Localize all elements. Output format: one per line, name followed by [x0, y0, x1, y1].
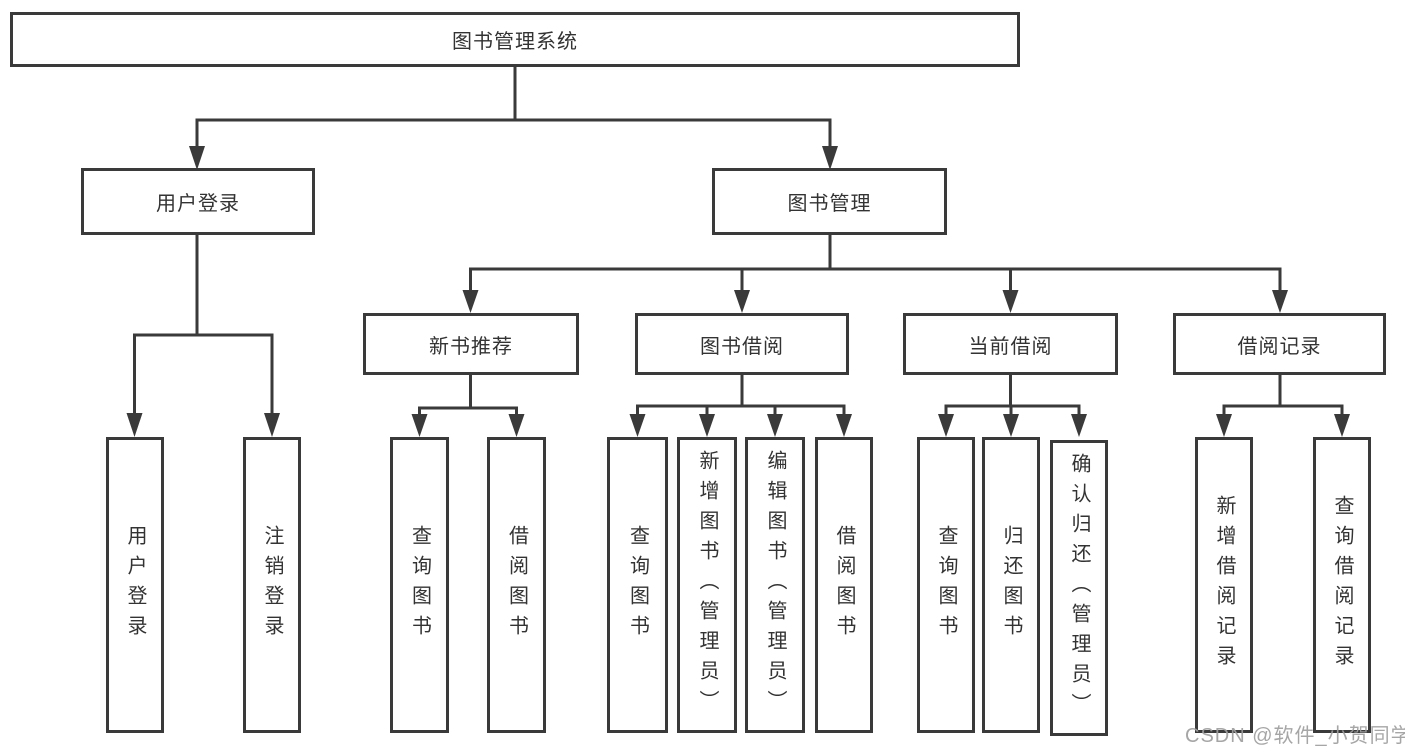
node-bookborrow-edit: 编辑图书（管理员） — [745, 437, 805, 733]
node-newbook-query: 查询图书 — [390, 437, 449, 733]
node-user-login-logout: 注销登录 — [243, 437, 301, 733]
node-newbook-query-label: 查询图书 — [408, 525, 431, 645]
node-root-label: 图书管理系统 — [452, 31, 578, 53]
node-bookborrow-borrow-label: 借阅图书 — [833, 525, 855, 645]
node-currentborrow-return-label: 归还图书 — [1000, 525, 1022, 645]
node-borrow-records: 借阅记录 — [1173, 313, 1386, 375]
node-user-login-label: 用户登录 — [156, 193, 240, 215]
node-user-login-logout-label: 注销登录 — [261, 525, 283, 645]
node-currentborrow-return: 归还图书 — [982, 437, 1040, 733]
node-user-login-login: 用户登录 — [106, 437, 164, 733]
node-book-management-label: 图书管理 — [787, 193, 872, 215]
node-currentborrow-confirm: 确认归还（管理员） — [1050, 440, 1108, 736]
node-records-query-label: 查询借阅记录 — [1331, 495, 1353, 675]
node-bookborrow-edit-label: 编辑图书（管理员） — [764, 450, 786, 720]
node-user-login: 用户登录 — [81, 168, 315, 235]
node-current-borrow-label: 当前借阅 — [968, 335, 1053, 358]
node-bookborrow-borrow: 借阅图书 — [815, 437, 873, 733]
node-currentborrow-confirm-label: 确认归还（管理员） — [1068, 453, 1090, 723]
node-book-borrow: 图书借阅 — [635, 313, 849, 375]
node-currentborrow-query: 查询图书 — [917, 437, 975, 733]
node-borrow-records-label: 借阅记录 — [1237, 335, 1322, 358]
node-newbook-borrow-label: 借阅图书 — [505, 525, 528, 645]
node-records-query: 查询借阅记录 — [1313, 437, 1371, 733]
node-book-borrow-label: 图书借阅 — [700, 335, 784, 358]
csdn-watermark: CSDN @软件_小贺同学 — [1185, 725, 1405, 747]
node-records-add: 新增借阅记录 — [1195, 437, 1253, 733]
node-new-book-recommend-label: 新书推荐 — [429, 335, 513, 358]
node-current-borrow: 当前借阅 — [903, 313, 1118, 375]
node-book-management: 图书管理 — [712, 168, 947, 235]
node-root-system: 图书管理系统 — [10, 12, 1020, 67]
node-user-login-login-label: 用户登录 — [124, 525, 146, 645]
node-newbook-borrow: 借阅图书 — [487, 437, 546, 733]
node-bookborrow-add-label: 新增图书（管理员） — [696, 450, 718, 720]
node-new-book-recommend: 新书推荐 — [363, 313, 579, 375]
node-currentborrow-query-label: 查询图书 — [935, 525, 957, 645]
node-bookborrow-add: 新增图书（管理员） — [677, 437, 737, 733]
node-records-add-label: 新增借阅记录 — [1213, 495, 1235, 675]
node-bookborrow-query: 查询图书 — [607, 437, 668, 733]
node-bookborrow-query-label: 查询图书 — [626, 525, 649, 645]
